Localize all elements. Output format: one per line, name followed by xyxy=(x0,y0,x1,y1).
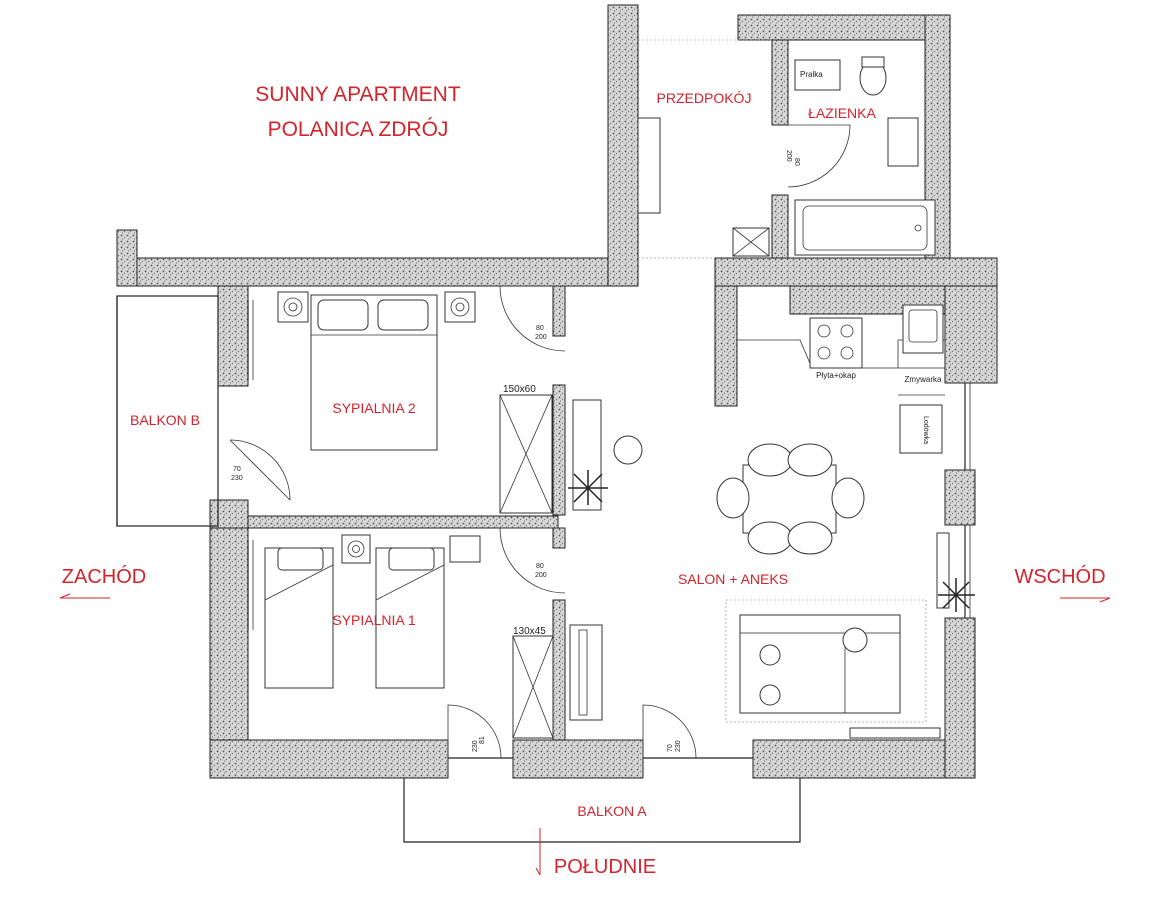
door-size-bath-w: 80 xyxy=(793,158,800,166)
direction-south: POŁUDNIE xyxy=(554,856,656,878)
door-size-living-balcony-w: 70 xyxy=(667,744,674,752)
bathroom-furniture xyxy=(732,56,936,257)
room-label-bathroom: ŁAZIENKA xyxy=(808,105,876,121)
windows xyxy=(247,300,971,759)
door-size-living-balcony-h: 230 xyxy=(675,740,682,752)
bedroom1-furniture xyxy=(264,534,554,739)
title-line2: POLANICA ZDRÓJ xyxy=(268,118,449,141)
balcony-b-outline xyxy=(116,295,219,527)
bedroom2-furniture xyxy=(277,291,553,514)
room-label-living: SALON + ANEKS xyxy=(678,571,788,587)
title-line1: SUNNY APARTMENT xyxy=(255,83,461,106)
kitchen-furniture xyxy=(737,304,945,454)
door-size-bed2-h: 200 xyxy=(535,334,547,341)
door-size-bed2-w: 80 xyxy=(536,325,544,332)
door-size-bed1-balcony-w: 81 xyxy=(479,736,486,744)
door-size-bed1-h: 200 xyxy=(535,572,547,579)
appliance-hob: Płyta+okap xyxy=(816,371,856,380)
door-size-bed1-w: 80 xyxy=(536,563,544,570)
direction-east: WSCHÓD xyxy=(1014,565,1105,588)
appliance-dishwasher: Zmywarka xyxy=(905,375,942,384)
room-label-balcony-a: BALKON A xyxy=(577,803,647,819)
door-size-balcony-b-w: 70 xyxy=(233,466,241,473)
wardrobe-size-bedroom2: 150x60 xyxy=(503,384,536,395)
room-label-bedroom2: SYPIALNIA 2 xyxy=(332,400,415,416)
doors xyxy=(229,124,851,759)
living-furniture xyxy=(569,399,950,739)
appliance-fridge: Lodówka xyxy=(922,416,929,444)
balcony-a-outline xyxy=(403,778,801,843)
appliance-washer: Pralka xyxy=(800,70,823,79)
room-label-balcony-b: BALKON B xyxy=(130,412,200,428)
door-size-bath-h: 200 xyxy=(785,150,792,162)
door-size-bed1-balcony-h: 230 xyxy=(472,740,479,752)
plant-icon xyxy=(568,470,975,612)
door-size-balcony-b-h: 230 xyxy=(231,475,243,482)
walls xyxy=(116,4,998,779)
hall-furniture xyxy=(637,39,772,259)
room-label-hall: PRZEDPOKÓJ xyxy=(657,90,752,106)
room-label-bedroom1: SYPIALNIA 1 xyxy=(332,612,415,628)
wardrobe-size-bedroom1: 130x45 xyxy=(513,626,546,637)
direction-arrows xyxy=(59,593,1111,876)
direction-west: ZACHÓD xyxy=(62,565,146,588)
